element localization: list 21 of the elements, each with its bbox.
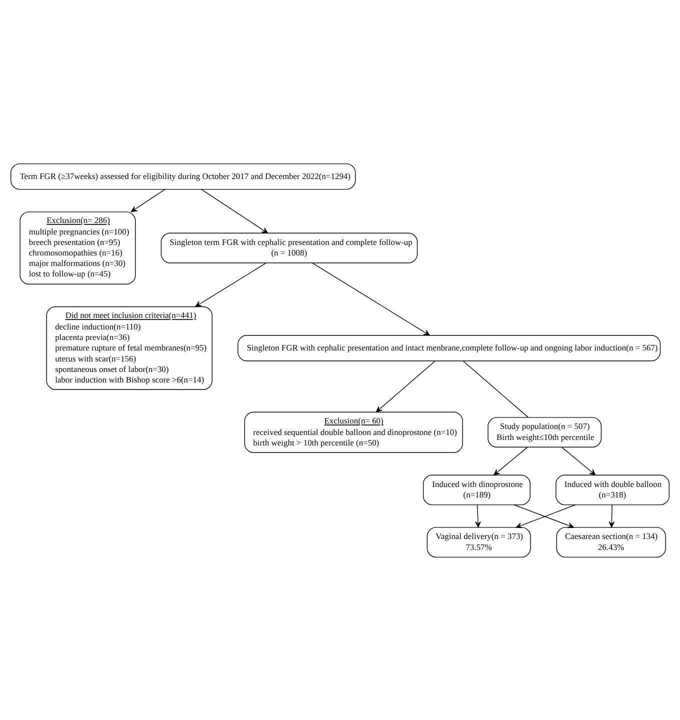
node-box: Exclusion(n= 60) received sequential double balloon and dinoprostone (n=10) birth weight > 10th percentile (n=50)	[244, 411, 463, 452]
connector	[462, 360, 529, 418]
node-box: Singleton FGR with cephalic presentation and intact menbrane,complete follow-up and ongoing labor induction(n = 567)	[238, 334, 661, 361]
arrow	[494, 446, 528, 475]
node-box: Vaginal delivery(n = 373) 73.57%	[426, 526, 531, 558]
arrow	[608, 504, 615, 528]
arrow	[376, 360, 436, 412]
arrow	[195, 262, 266, 306]
arrow	[561, 446, 596, 475]
arrow	[201, 188, 268, 233]
node-box: Study population(n = 507) Birth weight≤10th percentile	[488, 416, 602, 448]
node-box: Induced with dinoprostone (n=189)	[422, 474, 530, 505]
node-box: Did not meet inclusion criteria(n=441) decline induction(n=110) placenta previa(n=36) premature rupture of fetal membranes(n=95) uterus with scar(n=156) spontaneous onset of labor(n=30) labor induction with Bishop score >6(n=14)	[46, 306, 212, 390]
node-box: Induced with double balloon (n=318)	[556, 474, 670, 505]
arrow	[130, 188, 166, 212]
node-box: Term FGR (≥37weeks) assessed for eligibility during October 2017 and December 2022(n=1294)	[10, 162, 356, 190]
arrow	[475, 504, 481, 528]
node-box: Caesarean section(n = 134) 26.43%	[556, 526, 666, 558]
node-box: Exclusion(n= 286) multiple pregnancies (n=100) breech presentation (n=95) chromosomopathies (n=16) major malformations (n=30) lost to follow-up (n=45)	[20, 211, 136, 284]
arrow	[312, 262, 430, 336]
node-box: Singleton term FGR with cephalic presentation and complete follow-up (n = 1008)	[160, 232, 418, 263]
